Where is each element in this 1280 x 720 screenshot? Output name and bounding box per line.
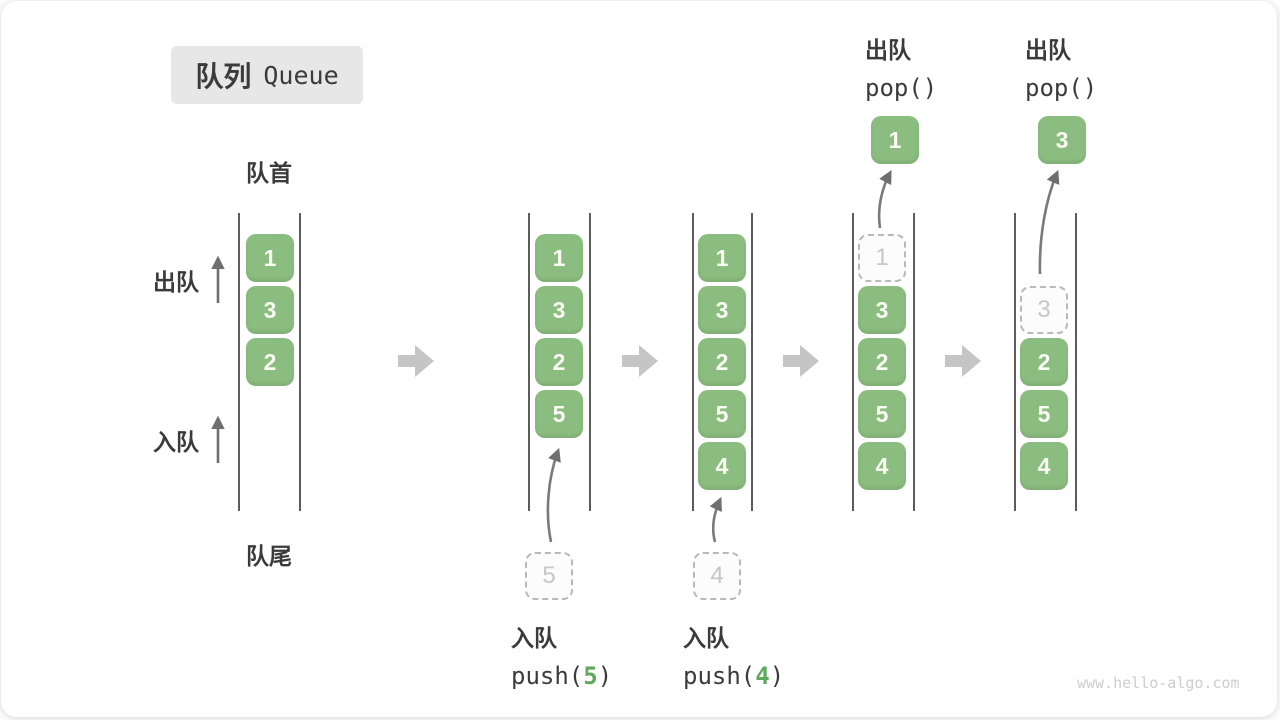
queue-element: 1 <box>535 234 583 282</box>
enqueue-code-text: push(5) <box>511 662 613 690</box>
dequeue-action-text: 出队 <box>865 37 911 63</box>
queue-element: 4 <box>1020 442 1068 490</box>
queue-element: 3 <box>858 286 906 334</box>
enqueue-5-operation-label: 入队 push(5) <box>511 619 612 690</box>
queue-wall-line <box>528 213 530 511</box>
step-arrow-icon <box>783 345 819 377</box>
dequeue-1-operation-label: 出队 pop() <box>865 31 937 102</box>
watermark-text: www.hello-algo.com <box>1077 674 1240 692</box>
queue-element: 2 <box>858 338 906 386</box>
queue-element: 5 <box>1020 390 1068 438</box>
queue-front-label: 队首 <box>246 160 292 186</box>
step-arrow-icon <box>398 345 434 377</box>
title-en: Queue <box>263 60 339 90</box>
popped-element: 1 <box>871 116 919 164</box>
queue-wall-line <box>238 213 240 511</box>
queue-element: 1 <box>246 234 294 282</box>
queue-wall-line <box>299 213 301 511</box>
queue-element: 4 <box>698 442 746 490</box>
title-badge: 队列 Queue <box>171 46 363 104</box>
queue-element: 4 <box>858 442 906 490</box>
queue-element: 2 <box>1020 338 1068 386</box>
dequeue-1-arrow-icon <box>877 170 892 229</box>
queue-element: 5 <box>698 390 746 438</box>
queue-element: 3 <box>246 286 294 334</box>
enqueue-action-text: 入队 <box>511 625 557 651</box>
queue-element: 5 <box>535 390 583 438</box>
dequeue-code-text: pop() <box>865 74 938 102</box>
queue-element: 2 <box>698 338 746 386</box>
enqueue-4-arrow-icon <box>709 496 722 543</box>
dequeue-action-text: 出队 <box>1025 37 1071 63</box>
title-zh: 队列 <box>195 61 252 92</box>
enqueue-arg-value: 5 <box>583 662 598 690</box>
removed-element-ghost: 3 <box>1020 286 1068 334</box>
queue-element: 3 <box>698 286 746 334</box>
queue-element: 5 <box>858 390 906 438</box>
queue-element: 3 <box>535 286 583 334</box>
dequeue-2-operation-label: 出队 pop() <box>1025 31 1097 102</box>
incoming-element-ghost: 4 <box>693 552 741 600</box>
queue-wall-line <box>913 213 915 511</box>
dequeue-3-arrow-icon <box>1038 169 1060 275</box>
incoming-element-ghost: 5 <box>525 552 573 600</box>
enqueue-4-operation-label: 入队 push(4) <box>683 619 784 690</box>
queue-wall-line <box>692 213 694 511</box>
popped-element: 3 <box>1038 116 1086 164</box>
queue-element: 1 <box>698 234 746 282</box>
enqueue-5-arrow-icon <box>546 447 561 543</box>
enqueue-arg-value: 4 <box>755 662 770 690</box>
queue-wall-line <box>751 213 753 511</box>
enqueue-side-label: 入队 <box>153 429 199 455</box>
enqueue-action-text: 入队 <box>683 625 729 651</box>
step-arrows <box>398 345 981 377</box>
queue-element: 2 <box>535 338 583 386</box>
enqueue-code-text: push(4) <box>683 662 785 690</box>
queue-wall-line <box>852 213 854 511</box>
queue-wall-line <box>1014 213 1016 511</box>
queue-element: 2 <box>246 338 294 386</box>
queue-rear-label: 队尾 <box>246 543 292 569</box>
queue-wall-line <box>1075 213 1077 511</box>
step-arrow-icon <box>622 345 658 377</box>
queue-wall-line <box>589 213 591 511</box>
step-arrow-icon <box>945 345 981 377</box>
dequeue-side-label: 出队 <box>153 269 199 295</box>
removed-element-ghost: 1 <box>858 234 906 282</box>
dequeue-code-text: pop() <box>1025 74 1098 102</box>
